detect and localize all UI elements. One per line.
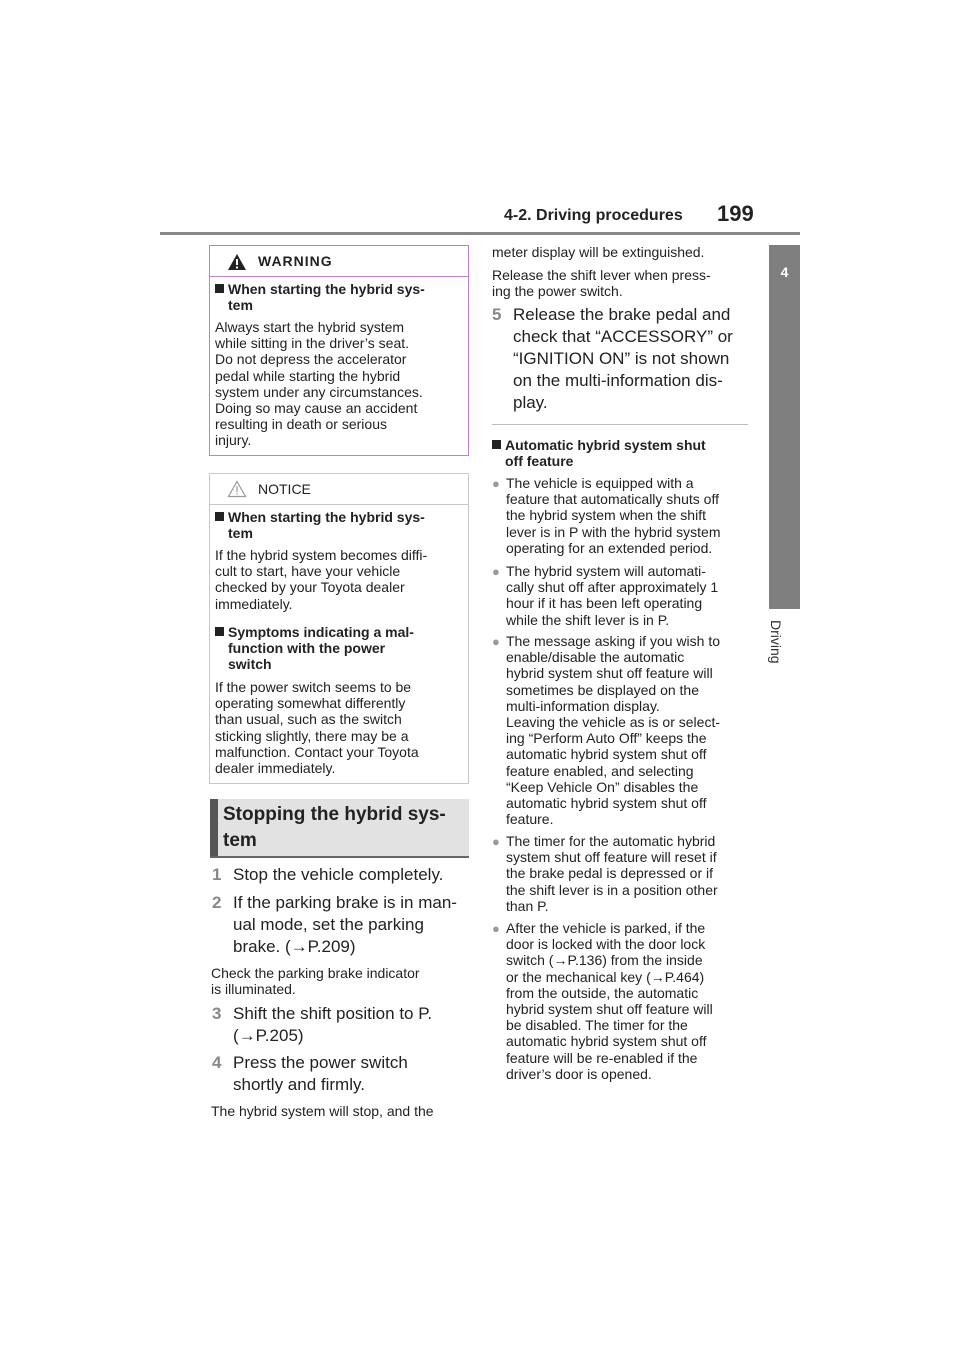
- auto-off-heading-text: Automatic hybrid system shut off feature: [505, 437, 706, 469]
- section-heading: Stopping the hybrid sys- tem: [223, 804, 446, 851]
- chapter-number: 4: [780, 264, 789, 280]
- section-bar: [210, 799, 218, 857]
- notice-body-2: If the power switch seems to be operatin…: [215, 679, 419, 777]
- square-bullet-icon: [215, 284, 224, 293]
- step-text: Press the power switch shortly and firml…: [233, 1053, 408, 1094]
- list-item: ● The message asking if you wish to enab…: [492, 633, 754, 827]
- square-bullet-icon: [215, 627, 224, 636]
- step-3: 3 Shift the shift position to P. (→P.205…: [212, 1003, 472, 1045]
- step-number: 2: [212, 893, 222, 912]
- notice-heading-1-text: When starting the hybrid sys- tem: [228, 509, 425, 541]
- divider: [492, 424, 748, 425]
- notice-header: [210, 474, 468, 505]
- step-1: 1 Stop the vehicle completely.: [212, 864, 472, 886]
- warning-header: [210, 246, 468, 277]
- bullet-text: The timer for the automatic hybrid syste…: [506, 833, 718, 914]
- auto-off-heading: Automatic hybrid system shut off feature: [492, 437, 752, 469]
- square-bullet-icon: [492, 440, 501, 449]
- chapter-tab: [769, 245, 800, 609]
- notice-body-1: If the hybrid system becomes diffi- cult…: [215, 547, 428, 612]
- caution-triangle-icon: [227, 480, 247, 498]
- step-text: If the parking brake is in man- ual mode…: [233, 893, 457, 956]
- continuation-text: meter display will be extinguished.: [492, 244, 705, 260]
- list-item: ● After the vehicle is parked, if the do…: [492, 920, 754, 1082]
- step-number: 1: [212, 865, 222, 884]
- warning-triangle-icon: [228, 254, 246, 270]
- step-note: The hybrid system will stop, and the: [211, 1103, 434, 1119]
- circle-bullet-icon: ●: [492, 476, 500, 491]
- notice-box: [209, 473, 469, 784]
- circle-bullet-icon: ●: [492, 634, 500, 649]
- step-text: Release the brake pedal and check that “…: [513, 305, 733, 412]
- bullet-text: The vehicle is equipped with a feature t…: [506, 475, 721, 556]
- step-text: Stop the vehicle completely.: [233, 865, 444, 884]
- page-number: 199: [717, 201, 754, 226]
- step-note: Check the parking brake indicator is ill…: [211, 965, 420, 998]
- step-number: 3: [212, 1004, 222, 1023]
- list-item: ● The vehicle is equipped with a feature…: [492, 475, 754, 556]
- list-item: ● The timer for the automatic hybrid sys…: [492, 833, 754, 914]
- square-bullet-icon: [215, 512, 224, 521]
- notice-heading-2-text: Symptoms indicating a mal- function with…: [228, 624, 414, 672]
- bullet-text: The message asking if you wish to enable…: [506, 633, 720, 828]
- circle-bullet-icon: ●: [492, 834, 500, 849]
- warning-box: [209, 245, 469, 456]
- notice-label: NOTICE: [258, 481, 311, 497]
- bullet-text: The hybrid system will automati- cally s…: [506, 563, 719, 628]
- step-number: 5: [492, 305, 502, 324]
- warning-body: Always start the hybrid system while sit…: [215, 319, 423, 449]
- warning-heading-text: When starting the hybrid sys- tem: [228, 281, 425, 313]
- warning-label: WARNING: [258, 253, 333, 269]
- section-heading-bg: [218, 799, 469, 857]
- notice-heading-2: Symptoms indicating a mal- function with…: [215, 624, 465, 672]
- step-number: 4: [212, 1053, 222, 1072]
- circle-bullet-icon: ●: [492, 921, 500, 936]
- warning-heading: When starting the hybrid sys- tem: [215, 281, 465, 313]
- notice-heading-1: When starting the hybrid sys- tem: [215, 509, 465, 541]
- step-text: Shift the shift position to P. (→P.205): [233, 1004, 433, 1045]
- list-item: ● The hybrid system will automati- cally…: [492, 563, 754, 628]
- bullet-text: After the vehicle is parked, if the door…: [506, 920, 713, 1082]
- section-rule: [210, 856, 469, 858]
- section-title: 4-2. Driving procedures: [504, 207, 683, 224]
- chapter-title: Driving: [768, 620, 784, 664]
- step-4: 4 Press the power switch shortly and fir…: [212, 1052, 472, 1094]
- step-2: 2 If the parking brake is in man- ual mo…: [212, 892, 472, 956]
- step-5: 5 Release the brake pedal and check that…: [492, 304, 752, 412]
- release-note: Release the shift lever when press- ing …: [492, 267, 711, 300]
- circle-bullet-icon: ●: [492, 564, 500, 579]
- header-rule: [160, 232, 800, 235]
